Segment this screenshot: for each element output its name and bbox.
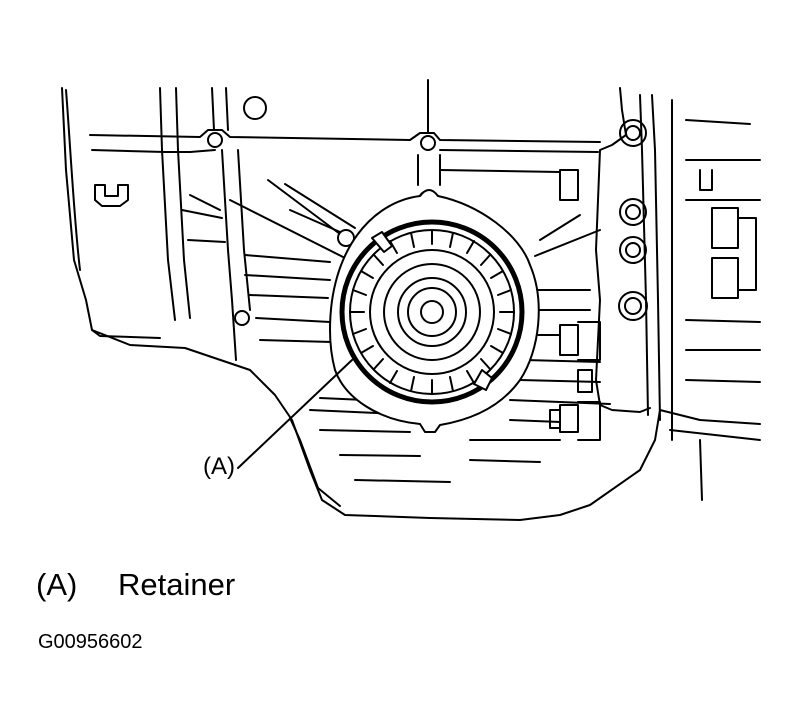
legend-label: Retainer (118, 567, 236, 602)
valve-body (549, 87, 761, 501)
housing-outline (61, 87, 661, 521)
transmission-illustration (61, 79, 761, 521)
callout-leader-line (237, 359, 353, 469)
retainer-assembly (329, 189, 540, 433)
case-ribs (89, 79, 611, 483)
callout-label-a: (A) (203, 453, 235, 480)
left-slot (94, 184, 129, 207)
legend-key: (A) (36, 567, 78, 602)
figure-code: G00956602 (38, 631, 143, 653)
legend-entry-retainer: (A) Retainer (36, 569, 235, 600)
